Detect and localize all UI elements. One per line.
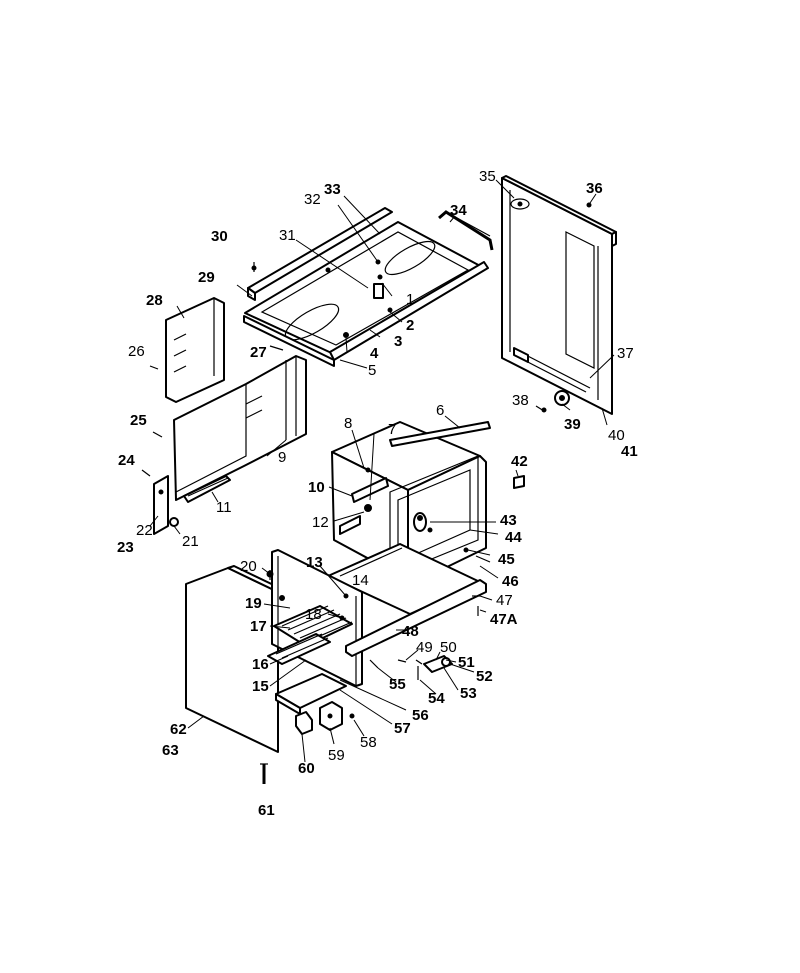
label-part-41: 41: [621, 443, 638, 460]
label-part-30: 30: [211, 228, 228, 245]
left-side-panels: [141, 297, 307, 535]
label-part-45: 45: [498, 551, 515, 568]
label-part-62: 62: [170, 721, 187, 738]
label-part-29: 29: [198, 269, 215, 286]
label-part-22: 22: [136, 522, 153, 539]
label-part-2: 2: [406, 317, 414, 334]
label-part-58: 58: [360, 734, 377, 751]
label-part-63: 63: [162, 742, 179, 759]
label-part-19: 19: [245, 595, 262, 612]
part-number-labels: 1 2 3 4 5 6 7 8 9 10 11 12 13 14 15 16 1…: [117, 168, 638, 819]
label-part-24: 24: [118, 452, 135, 469]
label-part-17: 17: [250, 618, 267, 635]
label-part-49: 49: [416, 639, 433, 656]
label-part-36: 36: [586, 180, 603, 197]
label-part-26: 26: [128, 343, 145, 360]
label-part-13: 13: [306, 554, 323, 571]
top-panel-assembly: [236, 195, 494, 369]
label-part-15: 15: [252, 678, 269, 695]
label-part-50: 50: [440, 639, 457, 656]
label-part-43: 43: [500, 512, 517, 529]
label-part-14: 14: [352, 572, 369, 589]
label-part-51: 51: [458, 654, 475, 671]
label-part-11: 11: [216, 499, 232, 516]
label-part-47: 47: [496, 592, 513, 609]
label-part-34: 34: [450, 202, 467, 219]
label-part-9: 9: [278, 449, 286, 466]
label-part-32: 32: [304, 191, 321, 208]
label-part-23: 23: [117, 539, 134, 556]
label-part-40: 40: [608, 427, 625, 444]
label-part-61: 61: [258, 802, 275, 819]
lower-assembly: [185, 549, 493, 784]
label-part-38: 38: [512, 392, 529, 409]
label-part-12: 12: [312, 514, 329, 531]
label-part-7: 7: [388, 421, 396, 438]
label-part-31: 31: [279, 227, 296, 244]
label-part-47a: 47A: [490, 611, 518, 628]
label-part-20: 20: [240, 558, 257, 575]
label-part-39: 39: [564, 416, 581, 433]
label-part-25: 25: [130, 412, 147, 429]
label-part-52: 52: [476, 668, 493, 685]
label-part-44: 44: [505, 529, 522, 546]
label-part-18: 18: [305, 606, 322, 623]
label-part-6: 6: [436, 402, 444, 419]
label-part-3: 3: [394, 333, 402, 350]
label-part-55: 55: [389, 676, 406, 693]
label-part-1: 1: [406, 291, 414, 308]
label-part-16: 16: [252, 656, 269, 673]
label-part-56: 56: [412, 707, 429, 724]
oven-cavity-assembly: [327, 415, 525, 615]
label-part-28: 28: [146, 292, 163, 309]
label-part-57: 57: [394, 720, 411, 737]
label-part-60: 60: [298, 760, 315, 777]
label-part-53: 53: [460, 685, 477, 702]
label-part-48: 48: [402, 623, 419, 640]
label-part-27: 27: [250, 344, 267, 361]
label-part-42: 42: [511, 453, 528, 470]
label-part-59: 59: [328, 747, 345, 764]
label-part-54: 54: [428, 690, 445, 707]
label-part-10: 10: [308, 479, 325, 496]
label-part-5: 5: [368, 362, 376, 379]
label-part-21: 21: [182, 533, 199, 550]
label-part-35: 35: [479, 168, 496, 185]
label-part-33: 33: [324, 181, 341, 198]
back-panel-assembly: [495, 175, 617, 426]
label-part-37: 37: [617, 345, 634, 362]
label-part-8: 8: [344, 415, 352, 432]
label-part-4: 4: [370, 345, 379, 362]
label-part-46: 46: [502, 573, 519, 590]
